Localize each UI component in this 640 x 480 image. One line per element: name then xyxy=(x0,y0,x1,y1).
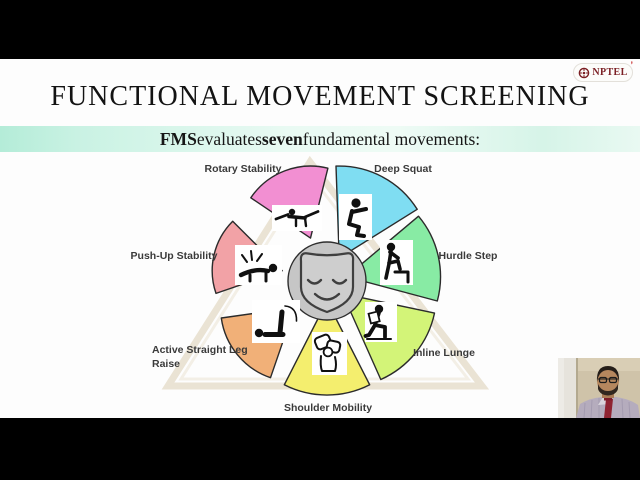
subtitle-text-2: fundamental movements: xyxy=(302,128,481,149)
nptel-emblem-icon xyxy=(579,67,590,78)
rotary-balance-figure-icon xyxy=(272,205,322,231)
label-deep-squat: Deep Squat xyxy=(374,163,432,175)
label-hurdle-step: Hurdle Step xyxy=(438,250,498,262)
push-up-figure-icon xyxy=(235,245,282,285)
letterbox-top xyxy=(0,0,640,59)
label-shoulder-mobility: Shoulder Mobility xyxy=(283,402,373,414)
subtitle-text-1: evaluates xyxy=(196,128,262,149)
subtitle-banner: FMS evaluates seven fundamental movement… xyxy=(0,126,640,152)
letterbox-bottom xyxy=(0,418,640,480)
nptel-logo-mark: ’ xyxy=(630,60,633,70)
subtitle-seven: seven xyxy=(261,128,303,149)
theater-mask-smile-icon xyxy=(299,252,355,314)
presenter-webcam xyxy=(558,358,640,419)
shoulder-mobility-fists-icon xyxy=(312,332,347,375)
inline-lunge-figure-icon xyxy=(363,302,397,342)
deep-squat-figure-icon xyxy=(339,194,372,240)
label-active-straight-leg-raise: Active Straight Leg Raise xyxy=(152,344,248,370)
label-push-up-stability: Push-Up Stability xyxy=(130,250,218,262)
nptel-logo-text: NPTEL xyxy=(592,67,628,78)
nptel-logo: NPTEL ’ xyxy=(573,60,633,82)
slide-title: FUNCTIONAL MOVEMENT SCREENING xyxy=(50,81,590,112)
leg-raise-figure-icon xyxy=(252,300,300,343)
subtitle-fms: FMS xyxy=(159,128,197,149)
label-rotary-stability: Rotary Stability xyxy=(204,163,282,175)
hurdle-step-figure-icon xyxy=(380,240,413,285)
center-hub xyxy=(287,241,367,321)
label-inline-lunge: Inline Lunge xyxy=(413,347,475,359)
